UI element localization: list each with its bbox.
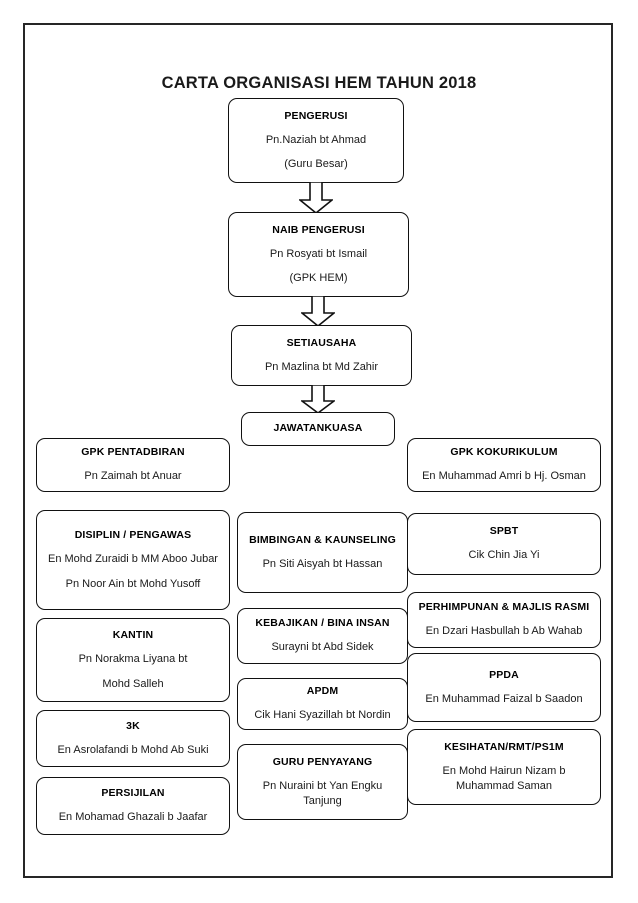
node-member: En Mohamad Ghazali b Jaafar <box>58 811 208 824</box>
page-title: CARTA ORGANISASI HEM TAHUN 2018 <box>161 74 477 92</box>
node-setiausaha-role: SETIAUSAHA <box>286 336 357 349</box>
node-member: En Asrolafandi b Mohd Ab Suki <box>57 743 209 756</box>
node-role: PERHIMPUNAN & MAJLIS RASMI <box>418 601 590 614</box>
node-role: KANTIN <box>112 629 154 642</box>
node-disiplin-pengawas: DISIPLIN / PENGAWAS En Mohd Zuraidi b MM… <box>36 510 230 610</box>
node-member: En Mohd Zuraidi b MM Aboo Jubar <box>48 553 218 566</box>
node-gpk-kokurikulum: GPK KOKURIKULUM En Muhammad Amri b Hj. O… <box>407 438 601 492</box>
node-member: En Mohd Hairun Nizam b Muhammad Saman <box>442 765 566 792</box>
node-setiausaha: SETIAUSAHA Pn Mazlina bt Md Zahir <box>231 325 412 386</box>
node-naib-pengerusi-role: NAIB PENGERUSI <box>272 223 365 236</box>
node-role: PPDA <box>489 668 519 681</box>
node-member: Surayni bt Abd Sidek <box>271 641 374 654</box>
node-perhimpunan-majlis-rasmi: PERHIMPUNAN & MAJLIS RASMI En Dzari Hasb… <box>407 592 601 648</box>
node-member: Pn Nuraini bt Yan Engku Tanjung <box>262 780 383 807</box>
node-kebajikan-bina-insan: KEBAJIKAN / BINA INSAN Surayni bt Abd Si… <box>237 608 408 664</box>
node-jawatankuasa-role: JAWATANKUASA <box>273 422 363 435</box>
node-member: Mohd Salleh <box>102 677 164 690</box>
node-kesihatan-rmt-ps1m: KESIHATAN/RMT/PS1M En Mohd Hairun Nizam … <box>407 729 601 805</box>
node-role: 3K <box>126 719 140 732</box>
node-naib-pengerusi-name: Pn Rosyati bt Ismail <box>269 247 368 260</box>
node-jawatankuasa: JAWATANKUASA <box>241 412 395 446</box>
node-setiausaha-name: Pn Mazlina bt Md Zahir <box>264 360 379 373</box>
node-kantin: KANTIN Pn Norakma Liyana bt Mohd Salleh <box>36 618 230 702</box>
node-gpk-pentadbiran: GPK PENTADBIRAN Pn Zaimah bt Anuar <box>36 438 230 492</box>
connector-arrow-naib-to-setiausaha <box>301 296 335 327</box>
node-persijilan: PERSIJILAN En Mohamad Ghazali b Jaafar <box>36 777 230 835</box>
node-pengerusi-name: Pn.Naziah bt Ahmad <box>265 133 367 146</box>
node-member: En Dzari Hasbullah b Ab Wahab <box>425 625 583 638</box>
node-member: Pn Noor Ain bt Mohd Yusoff <box>65 577 201 590</box>
node-spbt: SPBT Cik Chin Jia Yi <box>407 513 601 575</box>
node-member: Pn Siti Aisyah bt Hassan <box>262 558 383 571</box>
node-naib-pengerusi-position: (GPK HEM) <box>289 272 348 285</box>
node-role: GPK KOKURIKULUM <box>450 446 558 459</box>
node-member: En Muhammad Amri b Hj. Osman <box>422 470 586 483</box>
node-3k: 3K En Asrolafandi b Mohd Ab Suki <box>36 710 230 767</box>
node-guru-penyayang: GURU PENYAYANG Pn Nuraini bt Yan Engku T… <box>237 744 408 820</box>
node-role: KEBAJIKAN / BINA INSAN <box>255 617 390 630</box>
node-bimbingan-kaunseling: BIMBINGAN & KAUNSELING Pn Siti Aisyah bt… <box>237 512 408 593</box>
node-member: Pn Zaimah bt Anuar <box>84 470 182 483</box>
connector-arrow-setiausaha-to-jawatankuasa <box>301 385 335 414</box>
node-role: GURU PENYAYANG <box>272 756 373 769</box>
node-role: SPBT <box>489 525 519 538</box>
node-role: APDM <box>306 685 339 698</box>
node-role: BIMBINGAN & KAUNSELING <box>249 533 396 546</box>
connector-arrow-pengerusi-to-naib <box>299 182 333 214</box>
node-role: DISIPLIN / PENGAWAS <box>74 529 192 542</box>
node-pengerusi: PENGERUSI Pn.Naziah bt Ahmad (Guru Besar… <box>228 98 404 183</box>
node-pengerusi-position: (Guru Besar) <box>284 158 348 171</box>
node-pengerusi-role: PENGERUSI <box>284 109 348 122</box>
node-member: En Muhammad Faizal b Saadon <box>425 692 583 705</box>
node-role: PERSIJILAN <box>101 787 165 800</box>
node-role: GPK PENTADBIRAN <box>81 446 185 459</box>
node-naib-pengerusi: NAIB PENGERUSI Pn Rosyati bt Ismail (GPK… <box>228 212 409 297</box>
node-member: Cik Hani Syazillah bt Nordin <box>254 709 391 722</box>
node-member: Pn Norakma Liyana bt <box>78 653 188 666</box>
node-apdm: APDM Cik Hani Syazillah bt Nordin <box>237 678 408 730</box>
node-role: KESIHATAN/RMT/PS1M <box>444 741 564 754</box>
node-ppda: PPDA En Muhammad Faizal b Saadon <box>407 653 601 722</box>
node-member: Cik Chin Jia Yi <box>468 549 540 562</box>
